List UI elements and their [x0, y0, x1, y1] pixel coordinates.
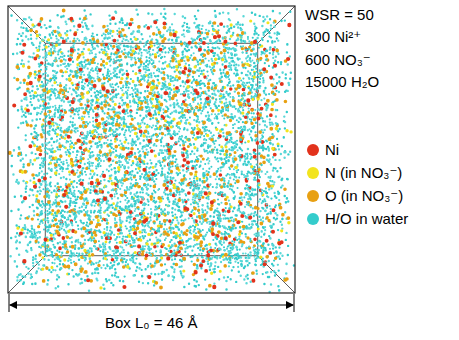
system-info: 15000 H₂O	[305, 73, 379, 91]
legend-label: N (in NO₃⁻)	[325, 164, 402, 182]
simulation-box	[8, 6, 295, 293]
legend-swatch	[307, 167, 319, 179]
legend-swatch	[307, 213, 319, 225]
particles	[9, 8, 291, 293]
system-info: 600 NO₃⁻	[305, 51, 371, 69]
extension-line	[9, 294, 10, 312]
particles	[23, 22, 281, 283]
system-info: WSR = 50	[305, 6, 374, 24]
legend-label: H/O in water	[325, 210, 408, 228]
particles	[28, 24, 274, 274]
legend-label: Ni	[325, 141, 339, 159]
particles	[8, 8, 290, 289]
particles	[17, 17, 285, 282]
extension-line	[294, 294, 295, 312]
legend-swatch	[307, 190, 319, 202]
system-info: 300 Ni²⁺	[305, 28, 361, 46]
particles	[10, 9, 295, 291]
particles	[18, 18, 284, 282]
particles	[12, 16, 291, 289]
legend-label: O (in NO₃⁻)	[325, 187, 403, 205]
legend-swatch	[307, 144, 319, 156]
particles	[16, 23, 292, 289]
box-edges	[8, 6, 295, 293]
box-length-label: Box L₀ = 46 Å	[105, 314, 198, 332]
particles	[24, 19, 283, 283]
dimension-arrow	[10, 304, 293, 305]
